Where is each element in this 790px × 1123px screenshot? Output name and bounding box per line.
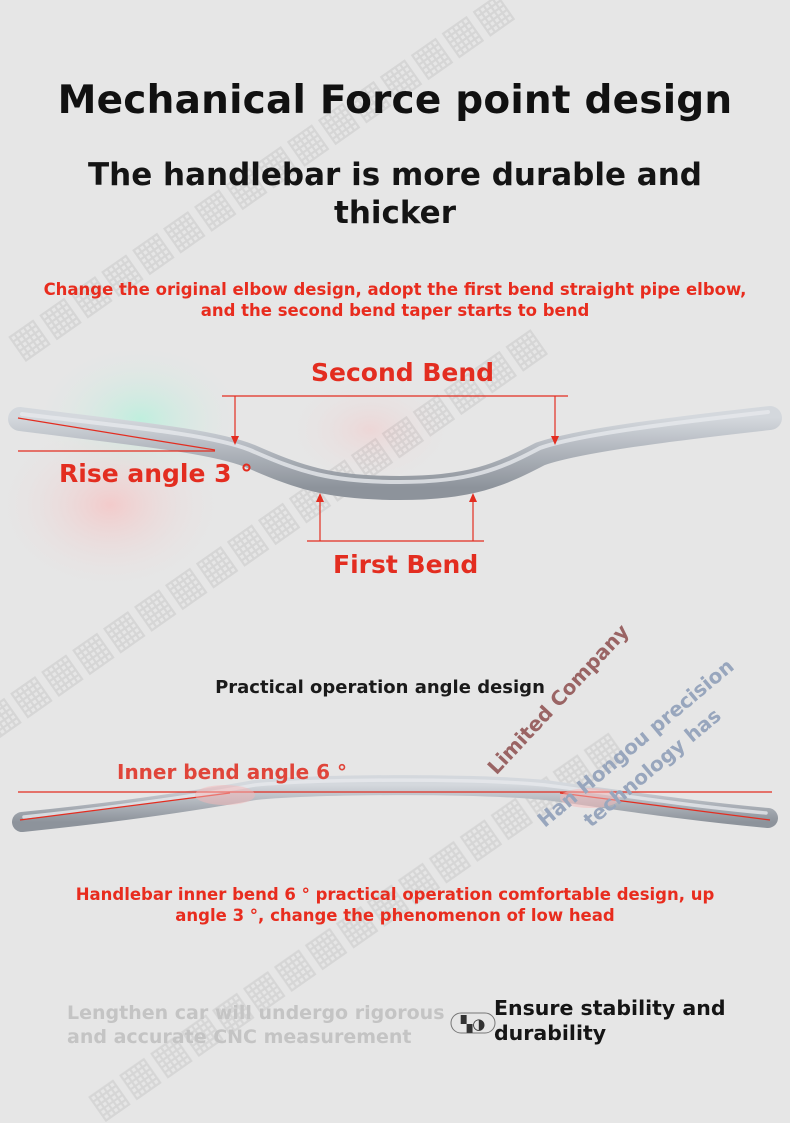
svg-text:▚◑: ▚◑ [460, 1015, 486, 1033]
inner-bend-line-left [19, 792, 231, 821]
second-bend-arrow-right [551, 436, 559, 445]
inner-bend-description: Handlebar inner bend 6 ° practical opera… [75, 885, 715, 925]
inner-bend-label: Inner bend angle 6 ° [117, 760, 348, 784]
footer-cnc-text: Lengthen car will undergo rigorous and a… [67, 1002, 445, 1048]
bend-description: Change the original elbow design, adopt … [43, 280, 747, 320]
inner-bend-glow-right [560, 788, 620, 808]
second-bend-arrow-left [231, 436, 239, 445]
second-bend-label: Second Bend [311, 358, 495, 387]
glow-red-center [280, 370, 460, 490]
rise-angle-line-1 [17, 417, 216, 451]
brand-logo-icon: ▚◑ [450, 1010, 496, 1036]
operation-angle-title: Practical operation angle design [215, 677, 545, 698]
handlebar-top [8, 406, 782, 501]
page-title: Mechanical Force point design [57, 78, 733, 123]
footer-stability-text: Ensure stability and durability [494, 996, 726, 1045]
first-bend-arrow-right [469, 493, 477, 502]
glow-red-left [0, 415, 230, 595]
rise-angle-label: Rise angle 3 ° [59, 459, 253, 488]
page-subtitle: The handlebar is more durable and thicke… [88, 157, 702, 231]
handlebar-top-highlight [20, 410, 770, 485]
first-bend-label: First Bend [333, 550, 479, 579]
handlebar-front-highlight [22, 778, 768, 819]
first-bend-arrow-left [316, 493, 324, 502]
inner-bend-glow [195, 785, 255, 805]
